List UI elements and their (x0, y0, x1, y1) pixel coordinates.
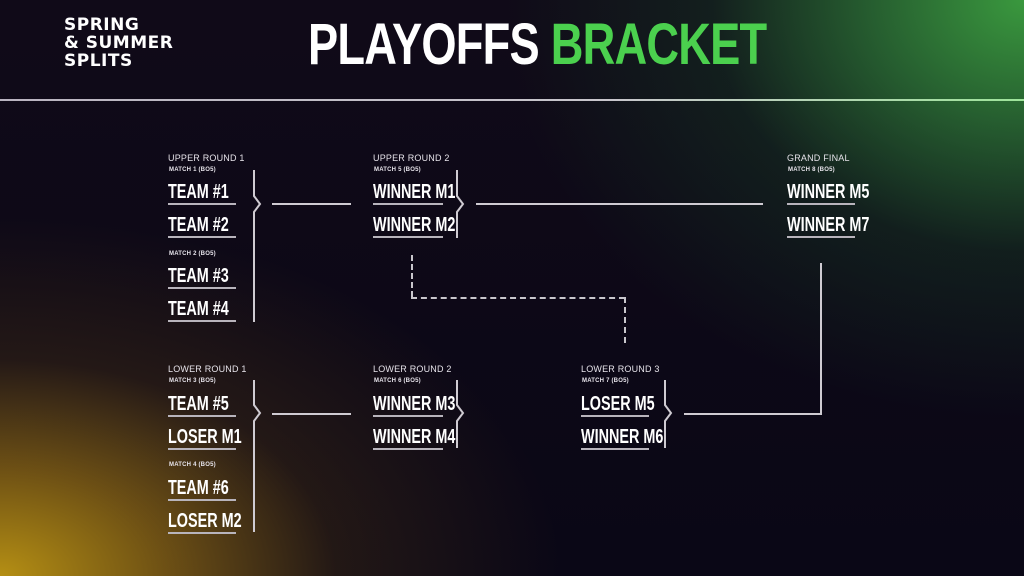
team-slot: WINNER M1 (373, 181, 456, 203)
team-slot: TEAM #6 (168, 477, 229, 499)
team-slot: LOSER M1 (168, 426, 242, 448)
match-label: MATCH 6 (BO5) (374, 378, 421, 384)
team-underline (373, 236, 443, 238)
round-label-upper-2: UPPER ROUND 2 (373, 153, 450, 163)
round-label-lower-1: LOWER ROUND 1 (168, 364, 247, 374)
team-slot: WINNER M2 (373, 214, 456, 236)
title-bracket: BRACKET (550, 12, 767, 77)
match-label: MATCH 3 (BO5) (169, 378, 216, 384)
round-label-lower-2: LOWER ROUND 2 (373, 364, 452, 374)
connector-line (684, 413, 822, 415)
match-label: MATCH 4 (BO5) (169, 462, 216, 468)
event-subtitle: SPRING & SUMMER SPLITS (64, 16, 173, 70)
team-underline (373, 415, 443, 417)
team-underline (168, 320, 236, 322)
connector-line (820, 263, 822, 415)
dashed-connector (411, 297, 625, 299)
team-slot: TEAM #2 (168, 214, 229, 236)
match-label: MATCH 2 (BO5) (169, 251, 216, 257)
dashed-connector (411, 255, 413, 297)
team-underline (168, 203, 236, 205)
team-slot: WINNER M7 (787, 214, 870, 236)
bracket-connector-upper-1 (253, 170, 262, 322)
team-slot: TEAM #4 (168, 298, 229, 320)
bracket-connector-lower-3 (664, 380, 673, 448)
title-playoffs: PLAYOFFS (308, 12, 540, 77)
team-underline (581, 415, 649, 417)
team-underline (168, 499, 236, 501)
match-label: MATCH 1 (BO5) (169, 167, 216, 173)
header-divider (0, 99, 1024, 101)
connector-line (272, 203, 351, 205)
page-title: PLAYOFFS BRACKET (308, 12, 767, 78)
round-label-upper-1: UPPER ROUND 1 (168, 153, 245, 163)
team-underline (581, 448, 649, 450)
subtitle-line: SPLITS (64, 51, 133, 71)
team-slot: WINNER M3 (373, 393, 456, 415)
match-label: MATCH 7 (BO5) (582, 378, 629, 384)
team-slot: WINNER M6 (581, 426, 664, 448)
team-slot: WINNER M4 (373, 426, 456, 448)
bracket-connector-lower-1 (253, 380, 262, 532)
team-slot: LOSER M5 (581, 393, 655, 415)
team-underline (168, 532, 236, 534)
subtitle-line: SPRING (64, 15, 140, 35)
team-slot: LOSER M2 (168, 510, 242, 532)
subtitle-line: & SUMMER (64, 33, 174, 53)
team-underline (168, 415, 236, 417)
team-underline (373, 203, 443, 205)
bracket-connector-upper-2 (456, 170, 465, 238)
match-label: MATCH 8 (BO5) (788, 167, 835, 173)
round-label-lower-3: LOWER ROUND 3 (581, 364, 660, 374)
connector-line (272, 413, 351, 415)
dashed-connector (624, 297, 626, 343)
team-slot: WINNER M5 (787, 181, 870, 203)
team-underline (168, 236, 236, 238)
round-label-grand-final: GRAND FINAL (787, 153, 850, 163)
match-label: MATCH 5 (BO5) (374, 167, 421, 173)
team-slot: TEAM #3 (168, 265, 229, 287)
bracket-connector-lower-2 (456, 380, 465, 448)
team-slot: TEAM #1 (168, 181, 229, 203)
team-underline (168, 287, 236, 289)
connector-line (476, 203, 763, 205)
team-underline (787, 203, 855, 205)
team-underline (787, 236, 855, 238)
team-underline (373, 448, 443, 450)
team-underline (168, 448, 236, 450)
team-slot: TEAM #5 (168, 393, 229, 415)
